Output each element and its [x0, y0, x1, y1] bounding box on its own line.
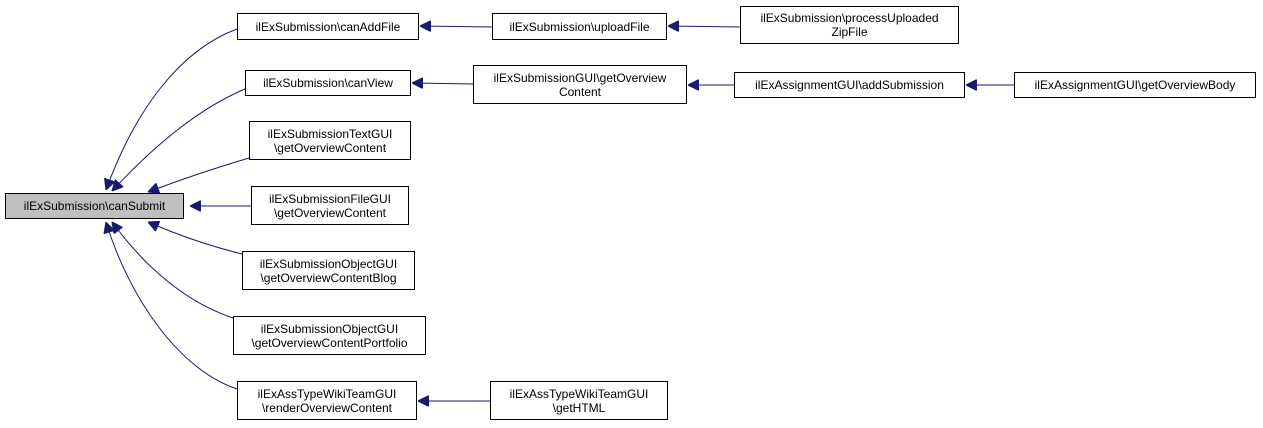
node-submissiongui-getoverviewcontent[interactable]: ilExSubmissionGUI\getOverview Content	[473, 65, 687, 104]
edge-textgui-to-cansubmit	[148, 157, 250, 192]
edge-canview-to-cansubmit	[112, 88, 246, 191]
node-addsubmission[interactable]: ilExAssignmentGUI\addSubmission	[734, 72, 965, 98]
node-canview[interactable]: ilExSubmission\canView	[245, 70, 411, 96]
node-canaddfile[interactable]: ilExSubmission\canAddFile	[237, 13, 419, 40]
node-textgui-getoverviewcontent[interactable]: ilExSubmissionTextGUI \getOverviewConten…	[249, 121, 411, 160]
edge-canaddfile-to-cansubmit	[106, 28, 238, 190]
node-filegui-getoverviewcontent[interactable]: ilExSubmissionFileGUI \getOverviewConten…	[251, 186, 409, 225]
node-objectgui-getoverviewcontentblog[interactable]: ilExSubmissionObjectGUI \getOverviewCont…	[242, 251, 415, 290]
node-wikiteam-renderoverviewcontent[interactable]: ilExAssTypeWikiTeamGUI \renderOverviewCo…	[237, 381, 417, 420]
node-wikiteam-gethtml[interactable]: ilExAssTypeWikiTeamGUI \getHTML	[490, 381, 668, 420]
edge-overview-to-canview	[412, 83, 474, 84]
node-cansubmit: ilExSubmission\canSubmit	[5, 193, 184, 219]
node-processuploadedzipfile[interactable]: ilExSubmission\processUploaded ZipFile	[740, 6, 959, 44]
edge-wikiteamrender-to-cansubmit	[106, 222, 238, 390]
edge-processzip-to-uploadfile	[668, 26, 741, 27]
edge-objectguiblog-to-cansubmit	[148, 222, 243, 255]
node-getoverviewbody[interactable]: ilExAssignmentGUI\getOverviewBody	[1014, 72, 1256, 98]
edge-uploadfile-to-canaddfile	[420, 26, 493, 27]
edge-objectguiportfolio-to-cansubmit	[112, 222, 234, 319]
node-objectgui-getoverviewcontentportfolio[interactable]: ilExSubmissionObjectGUI \getOverviewCont…	[233, 316, 426, 355]
node-uploadfile[interactable]: ilExSubmission\uploadFile	[492, 13, 667, 40]
